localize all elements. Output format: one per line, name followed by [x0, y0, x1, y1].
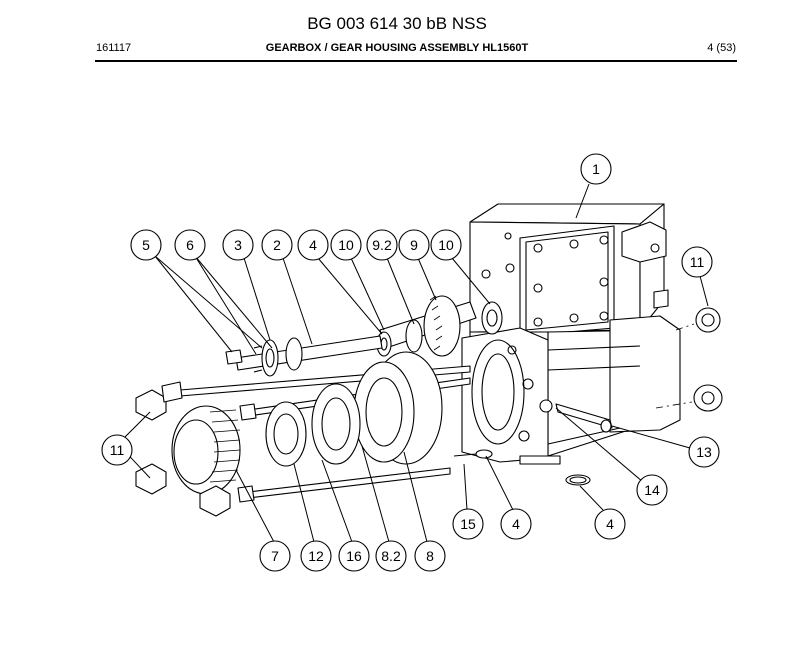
callout-label: 5 [142, 237, 150, 253]
callout-label: 16 [346, 548, 362, 564]
nuts [135, 307, 723, 517]
callout-label: 7 [271, 548, 279, 564]
leader-lines [117, 183, 709, 543]
callout-label: 11 [690, 254, 705, 270]
callout-label: 10 [338, 237, 354, 253]
callout-label: 4 [606, 516, 614, 532]
header-divider [95, 60, 737, 62]
callout-label: 6 [186, 237, 194, 253]
washers-and-screws [453, 399, 613, 486]
callout-label: 4 [512, 516, 520, 532]
gear-shaft-assembly [376, 295, 503, 357]
callout-label: 4 [309, 237, 317, 253]
callout-label: 8.2 [381, 548, 401, 564]
front-gear-stack [171, 351, 443, 495]
input-shaft-assembly [225, 335, 383, 377]
center-lines [655, 323, 695, 409]
callout-label: 15 [460, 516, 476, 532]
callout-label: 12 [308, 548, 324, 564]
document-code: 161117 [96, 42, 132, 54]
page-number: 4 (53) [707, 42, 736, 54]
callout-label: 10 [438, 237, 454, 253]
document-subtitle: GEARBOX / GEAR HOUSING ASSEMBLY HL1560T [265, 42, 529, 54]
callout-label: 3 [234, 237, 242, 253]
callout-label: 2 [273, 237, 281, 253]
callout-label: 14 [644, 482, 660, 498]
cover-bolts [533, 235, 609, 327]
document-title: BG 003 614 30 bB NSS [307, 14, 487, 33]
callout-label: 11 [110, 442, 125, 458]
callout-label: 9.2 [372, 237, 392, 253]
callout-label: 13 [696, 444, 712, 460]
callout-label: 8 [426, 548, 434, 564]
callout-circles [101, 153, 720, 572]
callout-label: 9 [410, 237, 418, 253]
callout-label: 1 [592, 161, 600, 177]
